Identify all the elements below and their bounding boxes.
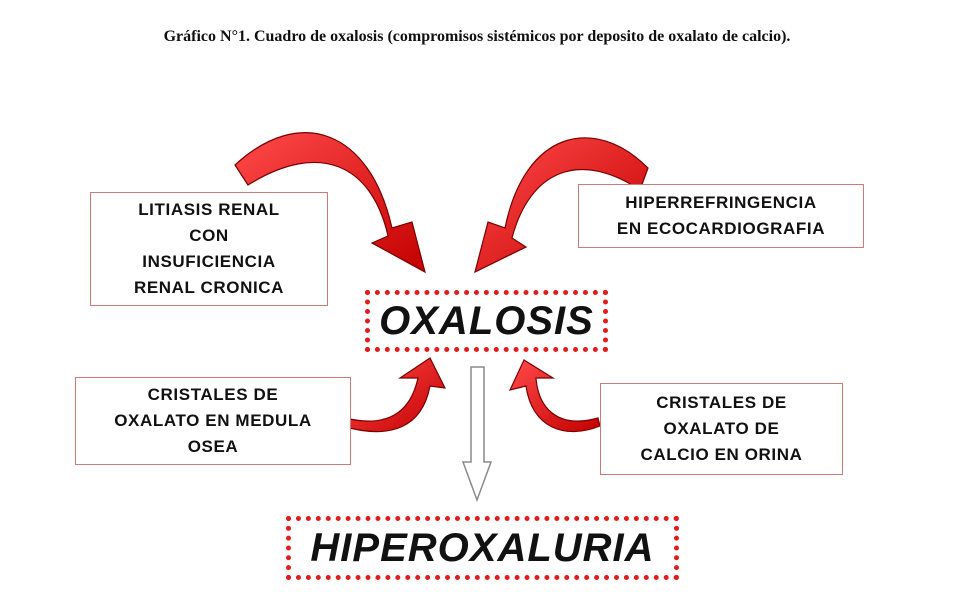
cause-box-hiperrefringencia: HIPERREFRINGENCIA EN ECOCARDIOGRAFIA bbox=[578, 184, 864, 248]
curved-arrow-top-left bbox=[234, 132, 426, 274]
cause-box-cristales-orina: CRISTALES DE OXALATO DE CALCIO EN ORINA bbox=[600, 383, 843, 475]
central-node-oxalosis: OXALOSIS bbox=[365, 290, 608, 352]
down-arrow bbox=[461, 366, 493, 503]
figure-caption: Gráfico N°1. Cuadro de oxalosis (comprom… bbox=[163, 28, 791, 45]
central-node-label: OXALOSIS bbox=[379, 298, 594, 343]
curved-arrow-bottom-left bbox=[341, 357, 447, 433]
cause-label-cristales-orina: CRISTALES DE OXALATO DE CALCIO EN ORINA bbox=[640, 393, 803, 464]
cause-label-litiasis-renal: LITIASIS RENAL CON INSUFICIENCIA RENAL C… bbox=[133, 200, 285, 297]
cause-box-litiasis-renal: LITIASIS RENAL CON INSUFICIENCIA RENAL C… bbox=[90, 192, 328, 306]
cause-label-hiperrefringencia: HIPERREFRINGENCIA EN ECOCARDIOGRAFIA bbox=[616, 193, 826, 238]
curved-arrow-top-right bbox=[474, 137, 649, 274]
result-node-hiperoxaluria: HIPEROXALURIA bbox=[286, 516, 679, 580]
curved-arrow-bottom-right bbox=[508, 359, 601, 433]
cause-box-medula-osea: CRISTALES DE OXALATO EN MEDULA OSEA bbox=[75, 377, 351, 465]
cause-label-medula-osea: CRISTALES DE OXALATO EN MEDULA OSEA bbox=[114, 385, 312, 456]
result-node-label: HIPEROXALURIA bbox=[310, 525, 655, 570]
